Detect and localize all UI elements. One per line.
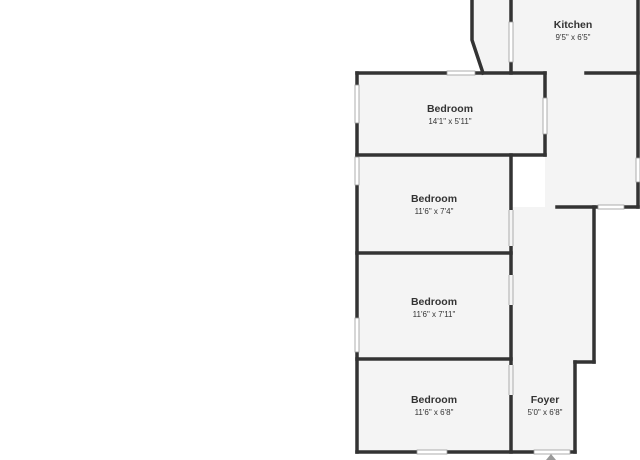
room-name-kitchen: Kitchen bbox=[554, 19, 593, 31]
room-dims-bedroom-3: 11'6" x 7'11" bbox=[413, 310, 456, 319]
room-dims-kitchen: 9'5" x 6'5" bbox=[556, 33, 591, 42]
window-bedroom-4-bottom bbox=[416, 449, 448, 455]
door-bedroom-3 bbox=[509, 275, 513, 305]
entry-arrow-icon bbox=[546, 454, 556, 460]
room-name-foyer: Foyer bbox=[531, 394, 560, 406]
wall-kitchen-diagonal bbox=[470, 0, 486, 76]
window-bedroom-1-top bbox=[446, 70, 476, 76]
door-jambs bbox=[508, 210, 514, 395]
room-name-bedroom-2: Bedroom bbox=[411, 193, 457, 205]
floor-bedroom-1 bbox=[358, 74, 544, 154]
room-dims-bedroom-2: 11'6" x 7'4" bbox=[415, 207, 454, 216]
room-dims-foyer: 5'0" x 6'8" bbox=[528, 408, 563, 417]
door-openings bbox=[509, 210, 513, 395]
windows bbox=[354, 21, 640, 455]
window-bedroom-2-left bbox=[354, 156, 360, 186]
room-name-bedroom-4: Bedroom bbox=[411, 394, 457, 406]
window-bedroom-1-right bbox=[542, 97, 548, 135]
floor-kitchen bbox=[472, 0, 640, 452]
window-bedroom-1-left bbox=[354, 84, 360, 124]
room-labels: Kitchen 9'5" x 6'5" Bedroom 14'1" x 5'11… bbox=[411, 19, 592, 417]
room-name-bedroom-1: Bedroom bbox=[427, 103, 473, 115]
room-dims-bedroom-4: 11'6" x 6'8" bbox=[415, 408, 454, 417]
window-bedroom-3-left bbox=[354, 317, 360, 353]
window-foyer-bottom bbox=[533, 449, 571, 455]
floor-bedroom-4 bbox=[358, 361, 511, 452]
door-bedroom-4 bbox=[509, 365, 513, 395]
floor-area bbox=[358, 0, 640, 452]
window-kitchen-inner bbox=[508, 21, 514, 63]
door-bedroom-2 bbox=[509, 210, 513, 246]
window-kitchen-right bbox=[635, 157, 640, 183]
room-dims-bedroom-1: 14'1" x 5'11" bbox=[428, 117, 471, 126]
window-right-step bbox=[597, 204, 625, 210]
floor-bedroom-2 bbox=[358, 156, 511, 252]
floor-bedroom-3 bbox=[358, 255, 511, 358]
room-name-bedroom-3: Bedroom bbox=[411, 296, 457, 308]
